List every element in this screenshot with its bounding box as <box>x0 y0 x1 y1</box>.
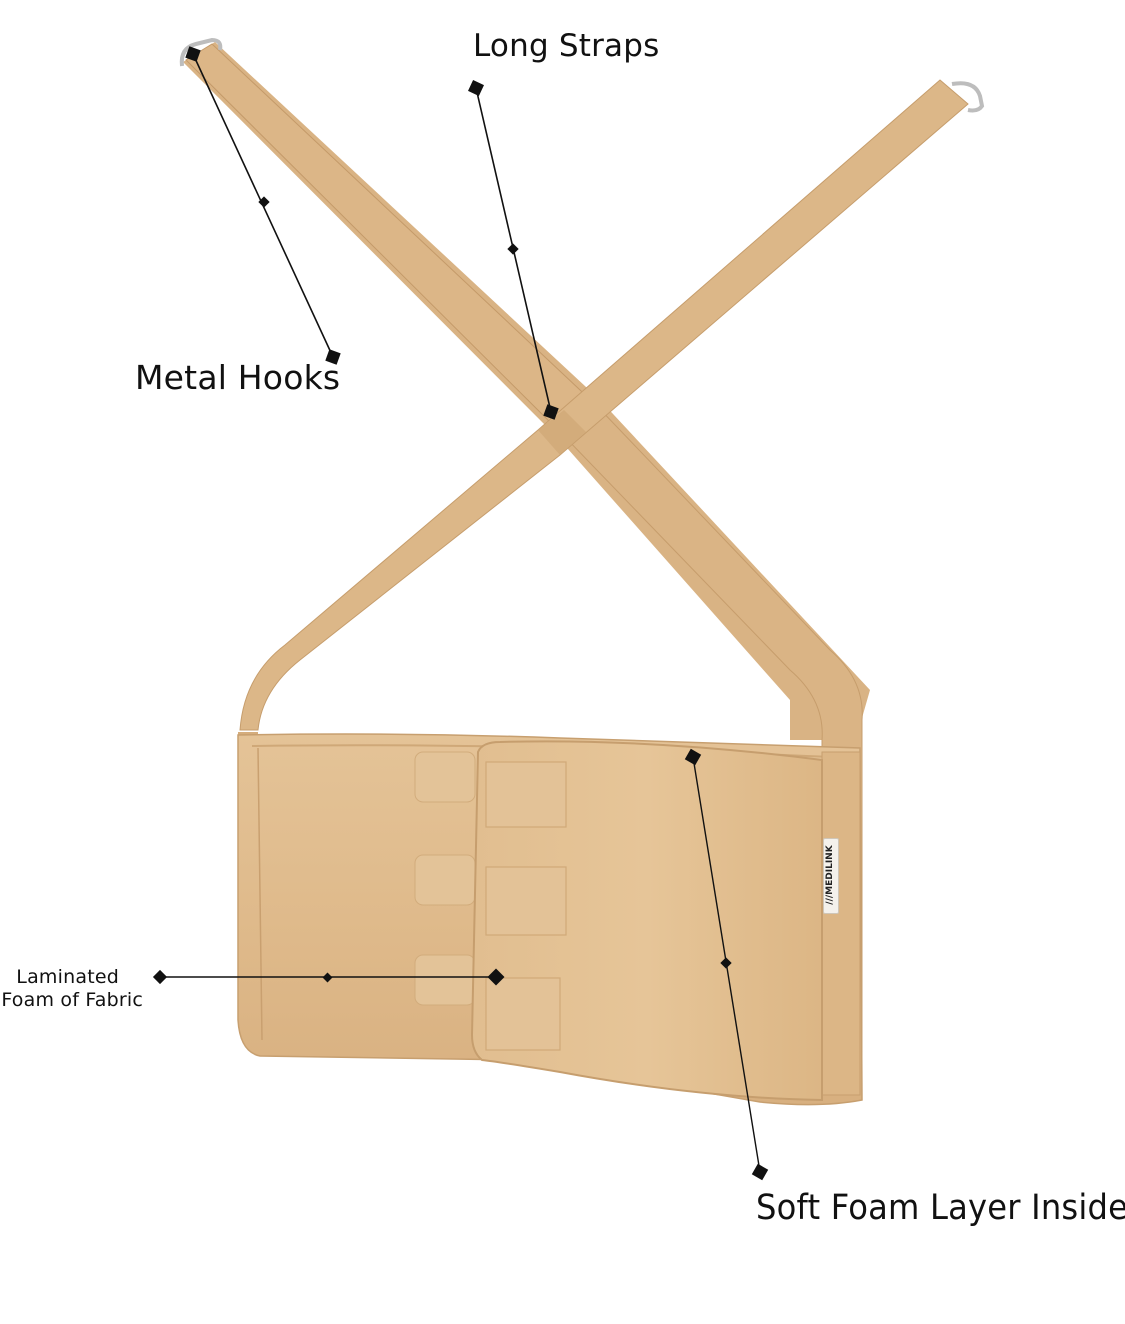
label-soft-foam-layer: Soft Foam Layer Inside <box>756 1188 1125 1228</box>
belt-right-panel <box>821 751 861 1096</box>
metal-hook-left <box>179 37 223 67</box>
brand-tag-text: ///MEDILINK <box>825 845 835 905</box>
annotation-long-straps-pointer <box>468 80 559 420</box>
label-long-straps: Long Straps <box>473 28 660 64</box>
brand-tag <box>823 838 839 914</box>
belt-front-flap <box>470 740 823 1102</box>
annotation-soft-foam-pointer <box>684 748 769 1181</box>
metal-hook-right <box>951 81 985 113</box>
label-metal-hooks: Metal Hooks <box>135 358 341 397</box>
annotation-metal-hooks-pointer <box>185 46 341 365</box>
strap-crossing <box>538 410 586 455</box>
label-laminated-foam-line2: Foam of Fabric <box>1 989 143 1011</box>
label-laminated-foam: Laminated Foam of Fabric <box>0 966 143 1012</box>
annotation-laminated-foam-pointer <box>152 968 505 986</box>
label-laminated-foam-line1: Laminated <box>16 966 119 988</box>
